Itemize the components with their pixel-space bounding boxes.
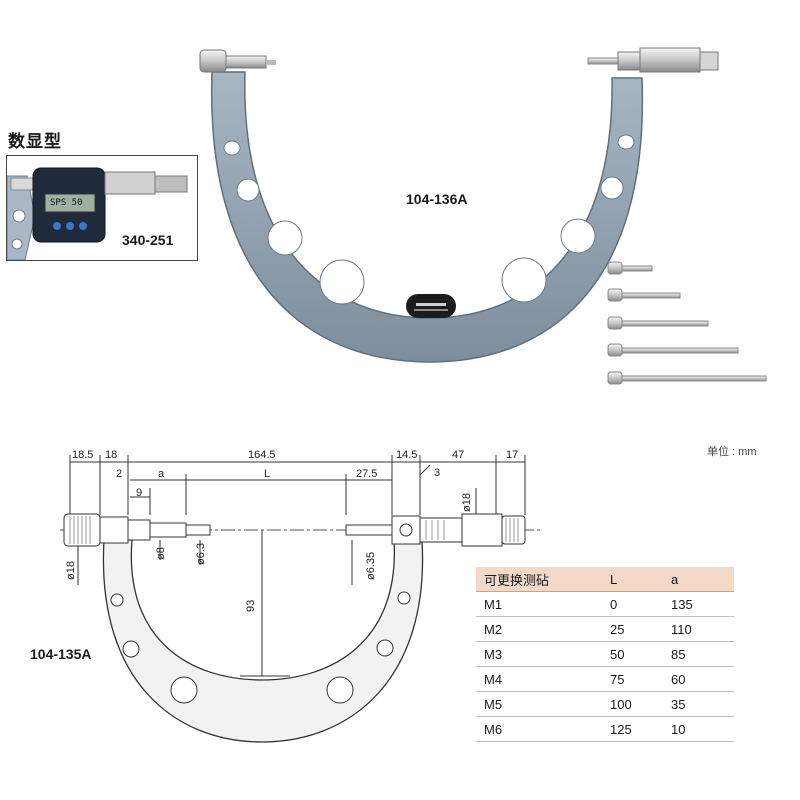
cell-a: 10 <box>663 716 734 742</box>
cell-L: 25 <box>602 616 663 642</box>
dim-17: 17 <box>506 449 518 461</box>
dim-L: L <box>264 468 270 480</box>
cell-anvil: M4 <box>476 666 602 692</box>
dim-47: 47 <box>452 449 464 461</box>
cell-L: 0 <box>602 591 663 617</box>
cell-anvil: M6 <box>476 716 602 742</box>
dim-9: 9 <box>136 487 142 499</box>
cell-anvil: M5 <box>476 691 602 717</box>
header-L: L <box>602 567 663 592</box>
inset-model-label: 340-251 <box>122 232 174 248</box>
anvil-spec-table: 可更换测砧 L a M1 0 135 M2 25 110 M3 50 85 <box>476 567 734 742</box>
dia-18-right: ø18 <box>461 493 473 512</box>
drawing-model-label: 104-135A <box>30 646 92 662</box>
cell-a: 60 <box>663 666 734 692</box>
table-row: M1 0 135 <box>476 591 734 617</box>
table-row: M2 25 110 <box>476 616 734 642</box>
dim-a: a <box>158 468 165 480</box>
cell-L: 75 <box>602 666 663 692</box>
dim-14-5: 14.5 <box>396 449 417 461</box>
dia-6-3: ø6.3 <box>195 543 207 565</box>
dia-6-35: ø6.35 <box>365 552 377 580</box>
cell-anvil: M1 <box>476 591 602 617</box>
digital-micrometer-photo <box>7 167 188 260</box>
cell-L: 100 <box>602 691 663 717</box>
cell-a: 35 <box>663 691 734 717</box>
cell-anvil: M3 <box>476 641 602 667</box>
cell-anvil: M2 <box>476 616 602 642</box>
spare-anvils <box>607 261 767 385</box>
top-model-label: 104-136A <box>406 191 468 207</box>
header-a: a <box>663 567 734 592</box>
cell-L: 125 <box>602 716 663 742</box>
dim-27-5: 27.5 <box>356 468 377 480</box>
table-header-row: 可更换测砧 L a <box>476 567 734 592</box>
table-row: M4 75 60 <box>476 666 734 692</box>
header-anvil: 可更换测砧 <box>476 567 602 592</box>
dia-8: ø8 <box>155 547 167 560</box>
dim-18-5: 18.5 <box>72 449 93 461</box>
product-photo <box>199 47 767 385</box>
cell-a: 85 <box>663 641 734 667</box>
cell-a: 110 <box>663 616 734 642</box>
unit-label: 单位 : mm <box>707 446 757 458</box>
lcd-readout: SPS 50 <box>50 198 83 208</box>
table-row: M3 50 85 <box>476 641 734 667</box>
table-row: M5 100 35 <box>476 691 734 717</box>
dim-164-5: 164.5 <box>248 449 276 461</box>
dim-3: 3 <box>434 467 440 479</box>
dim-18: 18 <box>105 449 117 461</box>
cell-L: 50 <box>602 641 663 667</box>
cell-a: 135 <box>663 591 734 617</box>
inset-title: 数显型 <box>8 132 62 151</box>
digital-inset-box: SPS 50 340-251 <box>6 155 198 261</box>
table-row: M6 125 10 <box>476 716 734 742</box>
dim-93: 93 <box>245 600 257 612</box>
dia-18-left: ø18 <box>65 561 77 580</box>
dim-2: 2 <box>116 468 122 480</box>
